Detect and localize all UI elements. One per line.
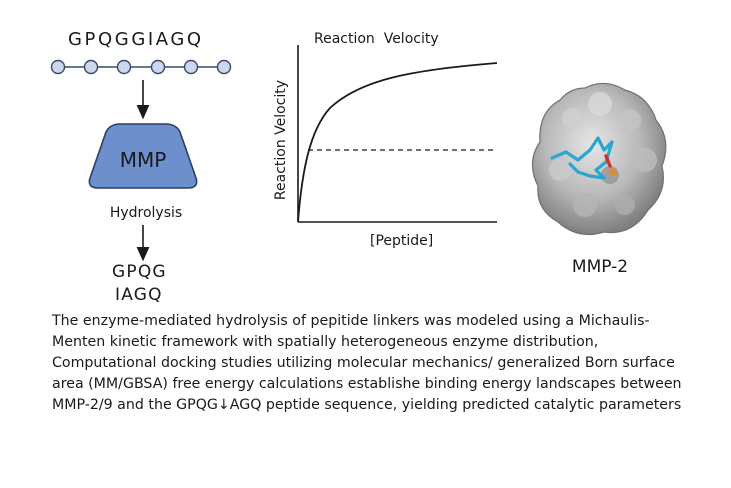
peptide-bead <box>50 59 66 75</box>
peptide-bead <box>216 59 232 75</box>
product-fragment-1: GPQG <box>112 262 167 282</box>
velocity-plot <box>297 45 498 223</box>
plot-title: Reaction Velocity <box>314 31 439 47</box>
plot-x-label: [Peptide] <box>370 233 434 249</box>
protein-label: MMP-2 <box>571 257 629 277</box>
enzyme-label: MMP <box>119 148 167 172</box>
hydrolysis-label: Hydrolysis <box>109 205 183 221</box>
protein-surface <box>531 82 667 235</box>
caption-text: The enzyme-mediated hydrolysis of pepiti… <box>52 313 682 413</box>
product-fragment-2: IAGQ <box>115 285 163 305</box>
velocity-curve <box>297 62 498 223</box>
peptide-bead <box>83 59 99 75</box>
peptide-bead <box>150 59 166 75</box>
peptide-sequence: GPQGGIAGQ <box>68 29 204 50</box>
ligand-sticks <box>550 136 614 180</box>
peptide-bead <box>183 59 199 75</box>
peptide-bead <box>116 59 132 75</box>
peptide-chain <box>50 59 232 75</box>
plot-y-label: Reaction Velocity <box>273 79 289 201</box>
enzyme-shape <box>88 123 198 189</box>
metal-ion <box>609 168 617 176</box>
